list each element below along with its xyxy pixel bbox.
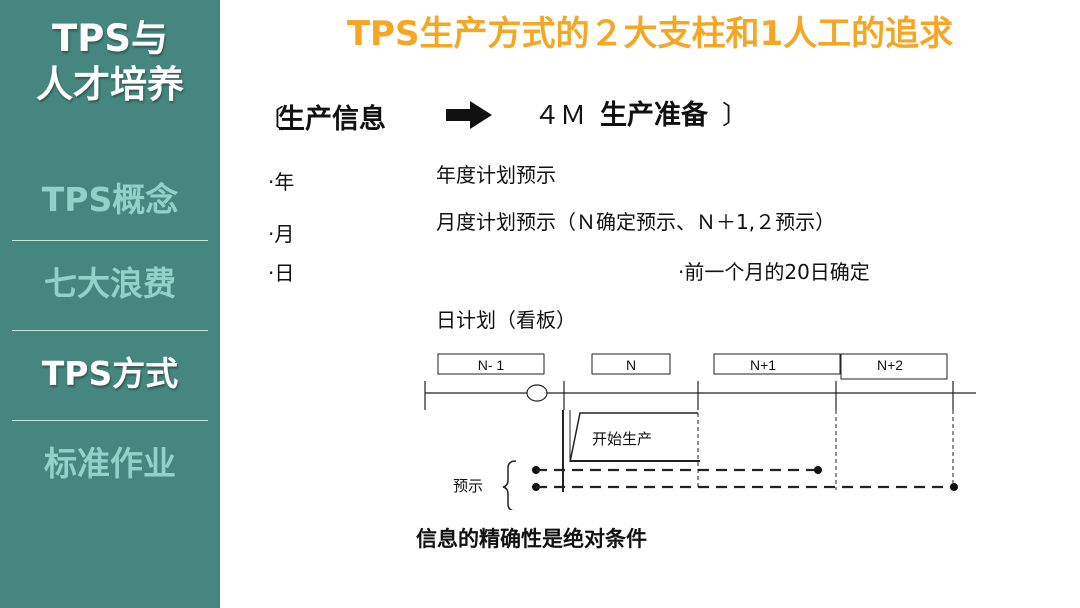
period-day: ·日 [268,261,295,285]
period-year: ·年 [268,170,295,194]
monthly-confirm-text: ·前一个月的20日确定 [678,260,870,284]
conclusion-text: 信息的精确性是绝对条件 [416,527,647,551]
daily-plan-text: 日计划（看板） [436,308,576,332]
box-label-n-plus-1: N+1 [750,357,776,373]
forecast-1-end [814,466,822,474]
sidebar-title-line2: 人才培养 [36,63,184,106]
sidebar-item-tps-concept[interactable]: TPS概念 [41,180,179,219]
sidebar-item-tps-method[interactable]: TPS方式 [41,354,179,393]
forecast-brace [502,460,517,510]
box-label-n-plus-2: N+2 [877,357,903,373]
sidebar-item-standard-work[interactable]: 标准作业 [44,444,176,483]
box-n-minus-1 [437,353,545,375]
nav-divider [12,330,208,331]
production-ramp [569,412,698,463]
slide-title: TPS生产方式的２大支柱和1人工的追求 [346,14,954,54]
production-prep-label: 生产准备 [600,100,708,131]
right-arrow-icon [446,101,492,129]
start-production-label: 开始生产 [592,431,652,448]
nav-divider [12,240,208,241]
monthly-plan-text: 月度计划预示（Ｎ确定预示、Ｎ＋1,２预示） [436,210,836,234]
period-month: ·月 [268,222,295,246]
bracket-open: 〔 [258,105,285,135]
4m-prefix: ４Ｍ [534,101,587,131]
forecast-label: 预示 [453,477,484,495]
box-n [591,353,671,375]
sidebar-title: TPS与 人才培养 [0,16,220,108]
sidebar-title-line1: TPS与 [51,17,168,60]
sidebar-item-seven-wastes[interactable]: 七大浪费 [44,264,176,303]
box-label-n-minus-1: N- 1 [478,357,505,373]
nav-divider [12,420,208,421]
sidebar: TPS与 人才培养 TPS概念 七大浪费 TPS方式 标准作业 [0,0,220,608]
box-n-plus-2 [840,353,948,380]
box-label-n: N [626,357,636,373]
box-n-plus-1 [713,353,841,375]
production-info-label: 生产信息 [278,104,386,135]
bracket-close: 〕 [722,101,749,131]
annual-plan-text: 年度计划预示 [436,163,556,187]
forecast-2-end [950,483,958,491]
confirm-date-marker [526,384,548,402]
timeline-diagram: N- 1 N N+1 N+2 开始生产 [424,353,976,510]
